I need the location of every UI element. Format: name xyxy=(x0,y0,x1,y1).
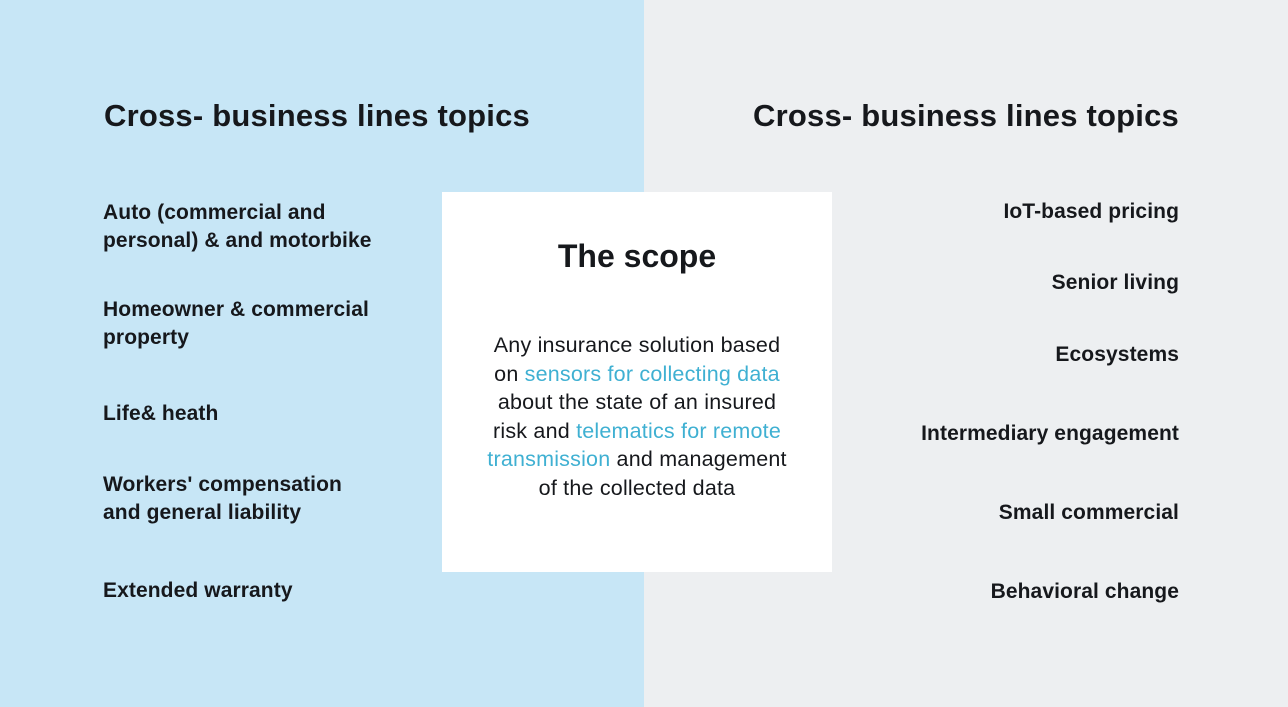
scope-card-body: Any insurance solution based on sensors … xyxy=(442,331,832,502)
scope-text-segment: of the collected data xyxy=(538,475,736,500)
right-topic-item-intermediary: Intermediary engagement xyxy=(921,422,1179,445)
left-topic-item-life-health: Life& heath xyxy=(103,402,219,425)
scope-body-line: Any insurance solution based xyxy=(442,331,832,360)
right-topic-item-iot-pricing: IoT-based pricing xyxy=(1003,200,1179,223)
right-topic-item-small-commercial: Small commercial xyxy=(998,501,1179,524)
scope-card-title: The scope xyxy=(557,238,717,274)
scope-text-segment: and management xyxy=(610,447,787,471)
right-panel-title: Cross- business lines topics xyxy=(753,98,1179,133)
scope-body-line: of the collected data xyxy=(442,474,832,503)
left-panel-title: Cross- business lines topics xyxy=(104,98,530,133)
scope-text-segment: about the state of an insured xyxy=(497,390,777,414)
left-topic-item-homeowner: Homeowner & commercial property xyxy=(103,298,369,349)
scope-body-line: about the state of an insured xyxy=(442,388,832,417)
scope-link-sensors[interactable]: sensors for collecting data xyxy=(524,361,780,386)
scope-text-segment: Any insurance solution based xyxy=(493,333,781,357)
left-topic-item-workers-comp: Workers' compensation and general liabil… xyxy=(103,473,342,524)
scope-text-segment: on xyxy=(494,361,525,386)
scope-link-telematics-cont[interactable]: transmission xyxy=(487,447,611,471)
scope-body-line: transmission and management xyxy=(442,445,832,474)
scope-link-telematics[interactable]: telematics for remote xyxy=(576,418,781,443)
scope-text-segment: risk and xyxy=(493,418,577,443)
left-topic-item-extended-warranty: Extended warranty xyxy=(103,579,293,602)
right-topic-item-behavioral-change: Behavioral change xyxy=(990,580,1179,603)
scope-card: The scope Any insurance solution based o… xyxy=(442,192,832,572)
scope-body-line: risk and telematics for remote xyxy=(442,417,832,446)
scope-body-line: on sensors for collecting data xyxy=(442,360,832,389)
right-topic-item-senior-living: Senior living xyxy=(1051,271,1179,294)
right-topic-item-ecosystems: Ecosystems xyxy=(1055,343,1179,366)
left-topic-item-auto: Auto (commercial and personal) & and mot… xyxy=(103,201,372,252)
